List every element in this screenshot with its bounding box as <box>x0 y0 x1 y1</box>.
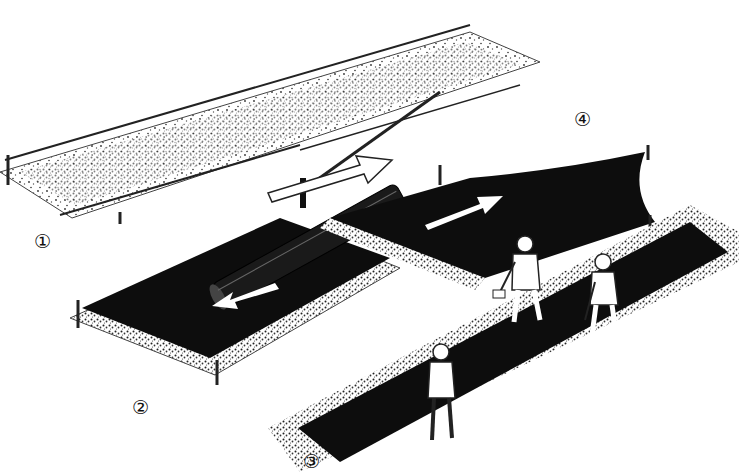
stake <box>77 300 80 328</box>
worker-leg <box>534 290 540 320</box>
worker-head <box>433 344 449 360</box>
gravel-border <box>268 205 739 472</box>
direction-arrow <box>425 196 503 230</box>
stake <box>216 360 219 385</box>
worker-body <box>428 362 455 398</box>
stake <box>119 212 122 224</box>
movement-arrow <box>268 156 392 202</box>
stake <box>439 165 442 185</box>
callout-number: ④ <box>574 110 591 129</box>
stake <box>647 145 650 160</box>
direction-arrow <box>212 283 279 309</box>
guide-rail <box>60 145 300 215</box>
worker <box>493 236 540 322</box>
gravel-surface <box>20 42 520 205</box>
worker-leg <box>449 398 452 438</box>
worker-head <box>517 236 533 252</box>
worker-head <box>595 254 611 270</box>
worker-leg <box>592 305 596 335</box>
stake <box>7 155 10 185</box>
tool-handle <box>585 282 595 320</box>
guide-rail <box>5 25 470 160</box>
tool-head <box>493 290 505 298</box>
worker-leg <box>432 398 434 440</box>
worker-leg <box>514 290 518 322</box>
gravel-edge <box>320 218 485 290</box>
worker-body <box>512 254 540 290</box>
worker-leg <box>612 305 616 333</box>
callout-number: ③ <box>303 452 320 471</box>
worker <box>585 254 618 335</box>
callout-number: ① <box>34 232 51 251</box>
guide-line <box>300 85 520 150</box>
tool-handle <box>500 262 515 292</box>
worker <box>428 344 455 440</box>
geotextile-mat <box>330 152 655 278</box>
geotextile-mat <box>298 222 728 462</box>
callout-number: ② <box>132 398 149 417</box>
